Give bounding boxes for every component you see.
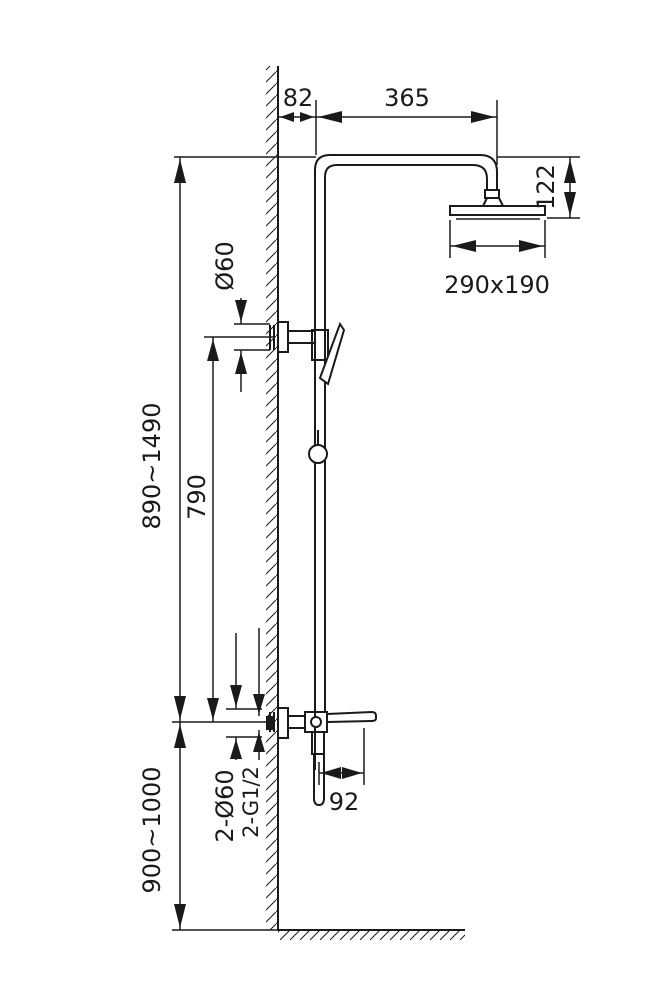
floor [278,929,465,940]
dimension-82-label: 82 [283,84,314,112]
upper-wall-bracket [269,321,315,353]
dimension-inlet-thread-label: 2-G1/2 [239,766,263,838]
bath-spout [311,731,325,807]
dimension-122: 122 [497,156,580,219]
wall [266,66,279,930]
dimension-inlet-thread: 2-G1/2 [239,628,265,838]
shower-head [449,197,546,220]
slide-knob [308,430,328,464]
dimension-290x190-label: 290x190 [444,271,550,299]
dimension-bracket-diameter: Ø60 [211,241,270,392]
dimension-790: 790 [183,336,275,722]
dimension-92-label: 92 [329,788,360,816]
hand-shower-holder [311,321,346,386]
dimension-890-1490: 890~1490 [138,156,316,722]
dimension-inlet-diameter: 2-Ø60 [211,633,262,843]
thermostatic-mixer [266,707,377,739]
dimension-900-1000: 900~1000 [138,722,278,931]
dimension-inlet-diameter-label: 2-Ø60 [211,769,239,842]
dimension-82: 82 [278,84,317,155]
dimension-122-label: 122 [532,164,560,210]
dimension-365: 365 [316,84,498,165]
dimension-92: 92 [318,728,365,816]
dimension-790-label: 790 [183,474,211,520]
dimension-bracket-diameter-label: Ø60 [211,241,239,290]
dimension-365-label: 365 [384,84,430,112]
dimension-290x190: 290x190 [444,220,550,299]
dimension-900-1000-label: 900~1000 [138,767,166,894]
dimension-890-1490-label: 890~1490 [138,403,166,530]
shower-riser-pipe [314,154,500,770]
